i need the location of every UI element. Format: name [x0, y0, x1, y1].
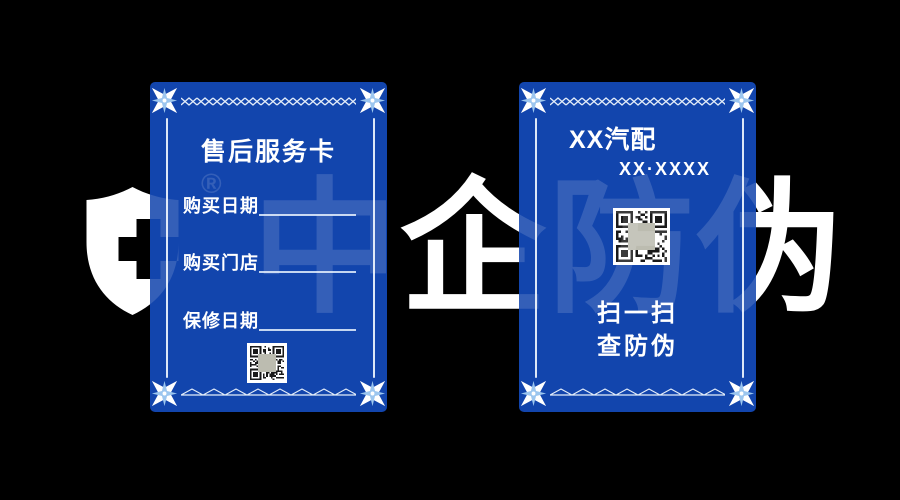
service-card-right: XX汽配 XX·XXXX 扫一扫 查防伪 [519, 82, 756, 412]
frame-line-right [373, 118, 375, 378]
star-ornament-icon [725, 377, 758, 410]
service-card-left: 售后服务卡 购买日期 购买门店 保修日期 [150, 82, 387, 412]
field-underline [259, 214, 356, 216]
field-underline [259, 329, 356, 331]
field-underline [259, 271, 356, 273]
star-ornament-icon [356, 84, 389, 117]
star-ornament-icon [517, 377, 550, 410]
product-model: XX·XXXX [619, 159, 712, 179]
border-chain-bottom [181, 386, 356, 399]
border-chain-top [181, 95, 356, 108]
qr-code-icon [247, 343, 287, 383]
frame-line-left [535, 118, 537, 378]
border-chain-bottom [550, 386, 725, 399]
field-row-purchase-date: 购买日期 [183, 192, 356, 218]
field-label: 购买日期 [183, 196, 259, 216]
field-label: 购买门店 [183, 253, 259, 273]
field-label: 保修日期 [183, 311, 259, 331]
scan-hint: 扫一扫 查防伪 [519, 297, 756, 363]
frame-line-right [742, 118, 744, 378]
star-ornament-icon [148, 377, 181, 410]
border-chain-top [550, 95, 725, 108]
scan-hint-line1: 扫一扫 [597, 300, 678, 327]
brand-name: XX汽配 [569, 126, 657, 154]
card-title: 售后服务卡 [200, 138, 336, 166]
qr-code-icon [613, 208, 670, 265]
scan-hint-line2: 查防伪 [597, 333, 678, 360]
star-ornament-icon [148, 84, 181, 117]
field-row-purchase-store: 购买门店 [183, 249, 356, 275]
field-row-warranty-date: 保修日期 [183, 307, 356, 333]
star-ornament-icon [356, 377, 389, 410]
star-ornament-icon [517, 84, 550, 117]
star-ornament-icon [725, 84, 758, 117]
